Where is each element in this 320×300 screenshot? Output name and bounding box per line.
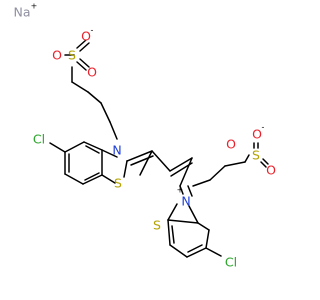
bond [169,244,188,258]
bond [126,150,153,162]
bond [87,91,102,104]
charge-o-right: - [262,123,265,132]
atom-cl-left: Cl [33,132,45,147]
bond [123,160,128,178]
bond [84,172,100,181]
bond [188,205,199,224]
bond [167,219,199,224]
atom-o-top-right: O [87,65,97,80]
bond [139,150,153,176]
atom-o-minus-top: O [81,29,91,44]
bond [79,42,90,52]
bond [167,219,171,246]
molecule-drawing: Na + O - O S O Cl N S O - O S O N + S Cl [13,2,276,270]
atom-o-right-up: O [226,137,236,152]
bond [205,229,210,249]
bond [167,203,178,221]
bond [244,154,250,163]
bond [260,161,267,168]
bond [179,157,193,187]
bond [109,121,118,140]
atom-o-minus-right: O [252,127,262,142]
bond [101,149,118,158]
charge-o-top: - [91,26,94,35]
bond [64,141,85,153]
atom-o-right-down: O [266,163,276,178]
charge-na: + [31,2,38,11]
atoms: Na + O - O S O Cl N S O - O S O N + S Cl [13,2,276,270]
structure-diagram: Na + O - O S O Cl N S O - O S O N + S Cl [13,2,276,270]
atom-na: Na [13,5,30,20]
bond [85,145,100,154]
bond [76,61,87,71]
bond [100,102,111,123]
bond [224,161,246,167]
bond [179,185,184,195]
bond [187,244,203,253]
bond [82,174,103,185]
bond [171,225,175,244]
bond [76,39,87,49]
atom-n-left: N [112,143,121,158]
bond [197,222,210,231]
atom-s-top: S [68,48,76,63]
bond [169,157,193,172]
bond [209,165,226,181]
bond [192,179,211,187]
atom-o-top-left: O [52,48,62,63]
bond [79,58,90,68]
bond [187,185,193,197]
atom-s-right: S [252,148,260,163]
bond [151,150,171,172]
bond [205,247,222,257]
atom-s-left-ring: S [114,176,122,191]
atom-n-right: N [181,194,190,209]
atom-cl-right: Cl [225,255,237,270]
bond [64,173,84,185]
bond [262,158,269,165]
bond [101,174,116,184]
bond [71,81,89,93]
bond [186,247,207,258]
bond [83,141,103,151]
charge-n-right: + [177,186,184,195]
bond [49,142,66,153]
bonds [49,39,269,258]
atom-s-right-ring: S [153,218,161,233]
